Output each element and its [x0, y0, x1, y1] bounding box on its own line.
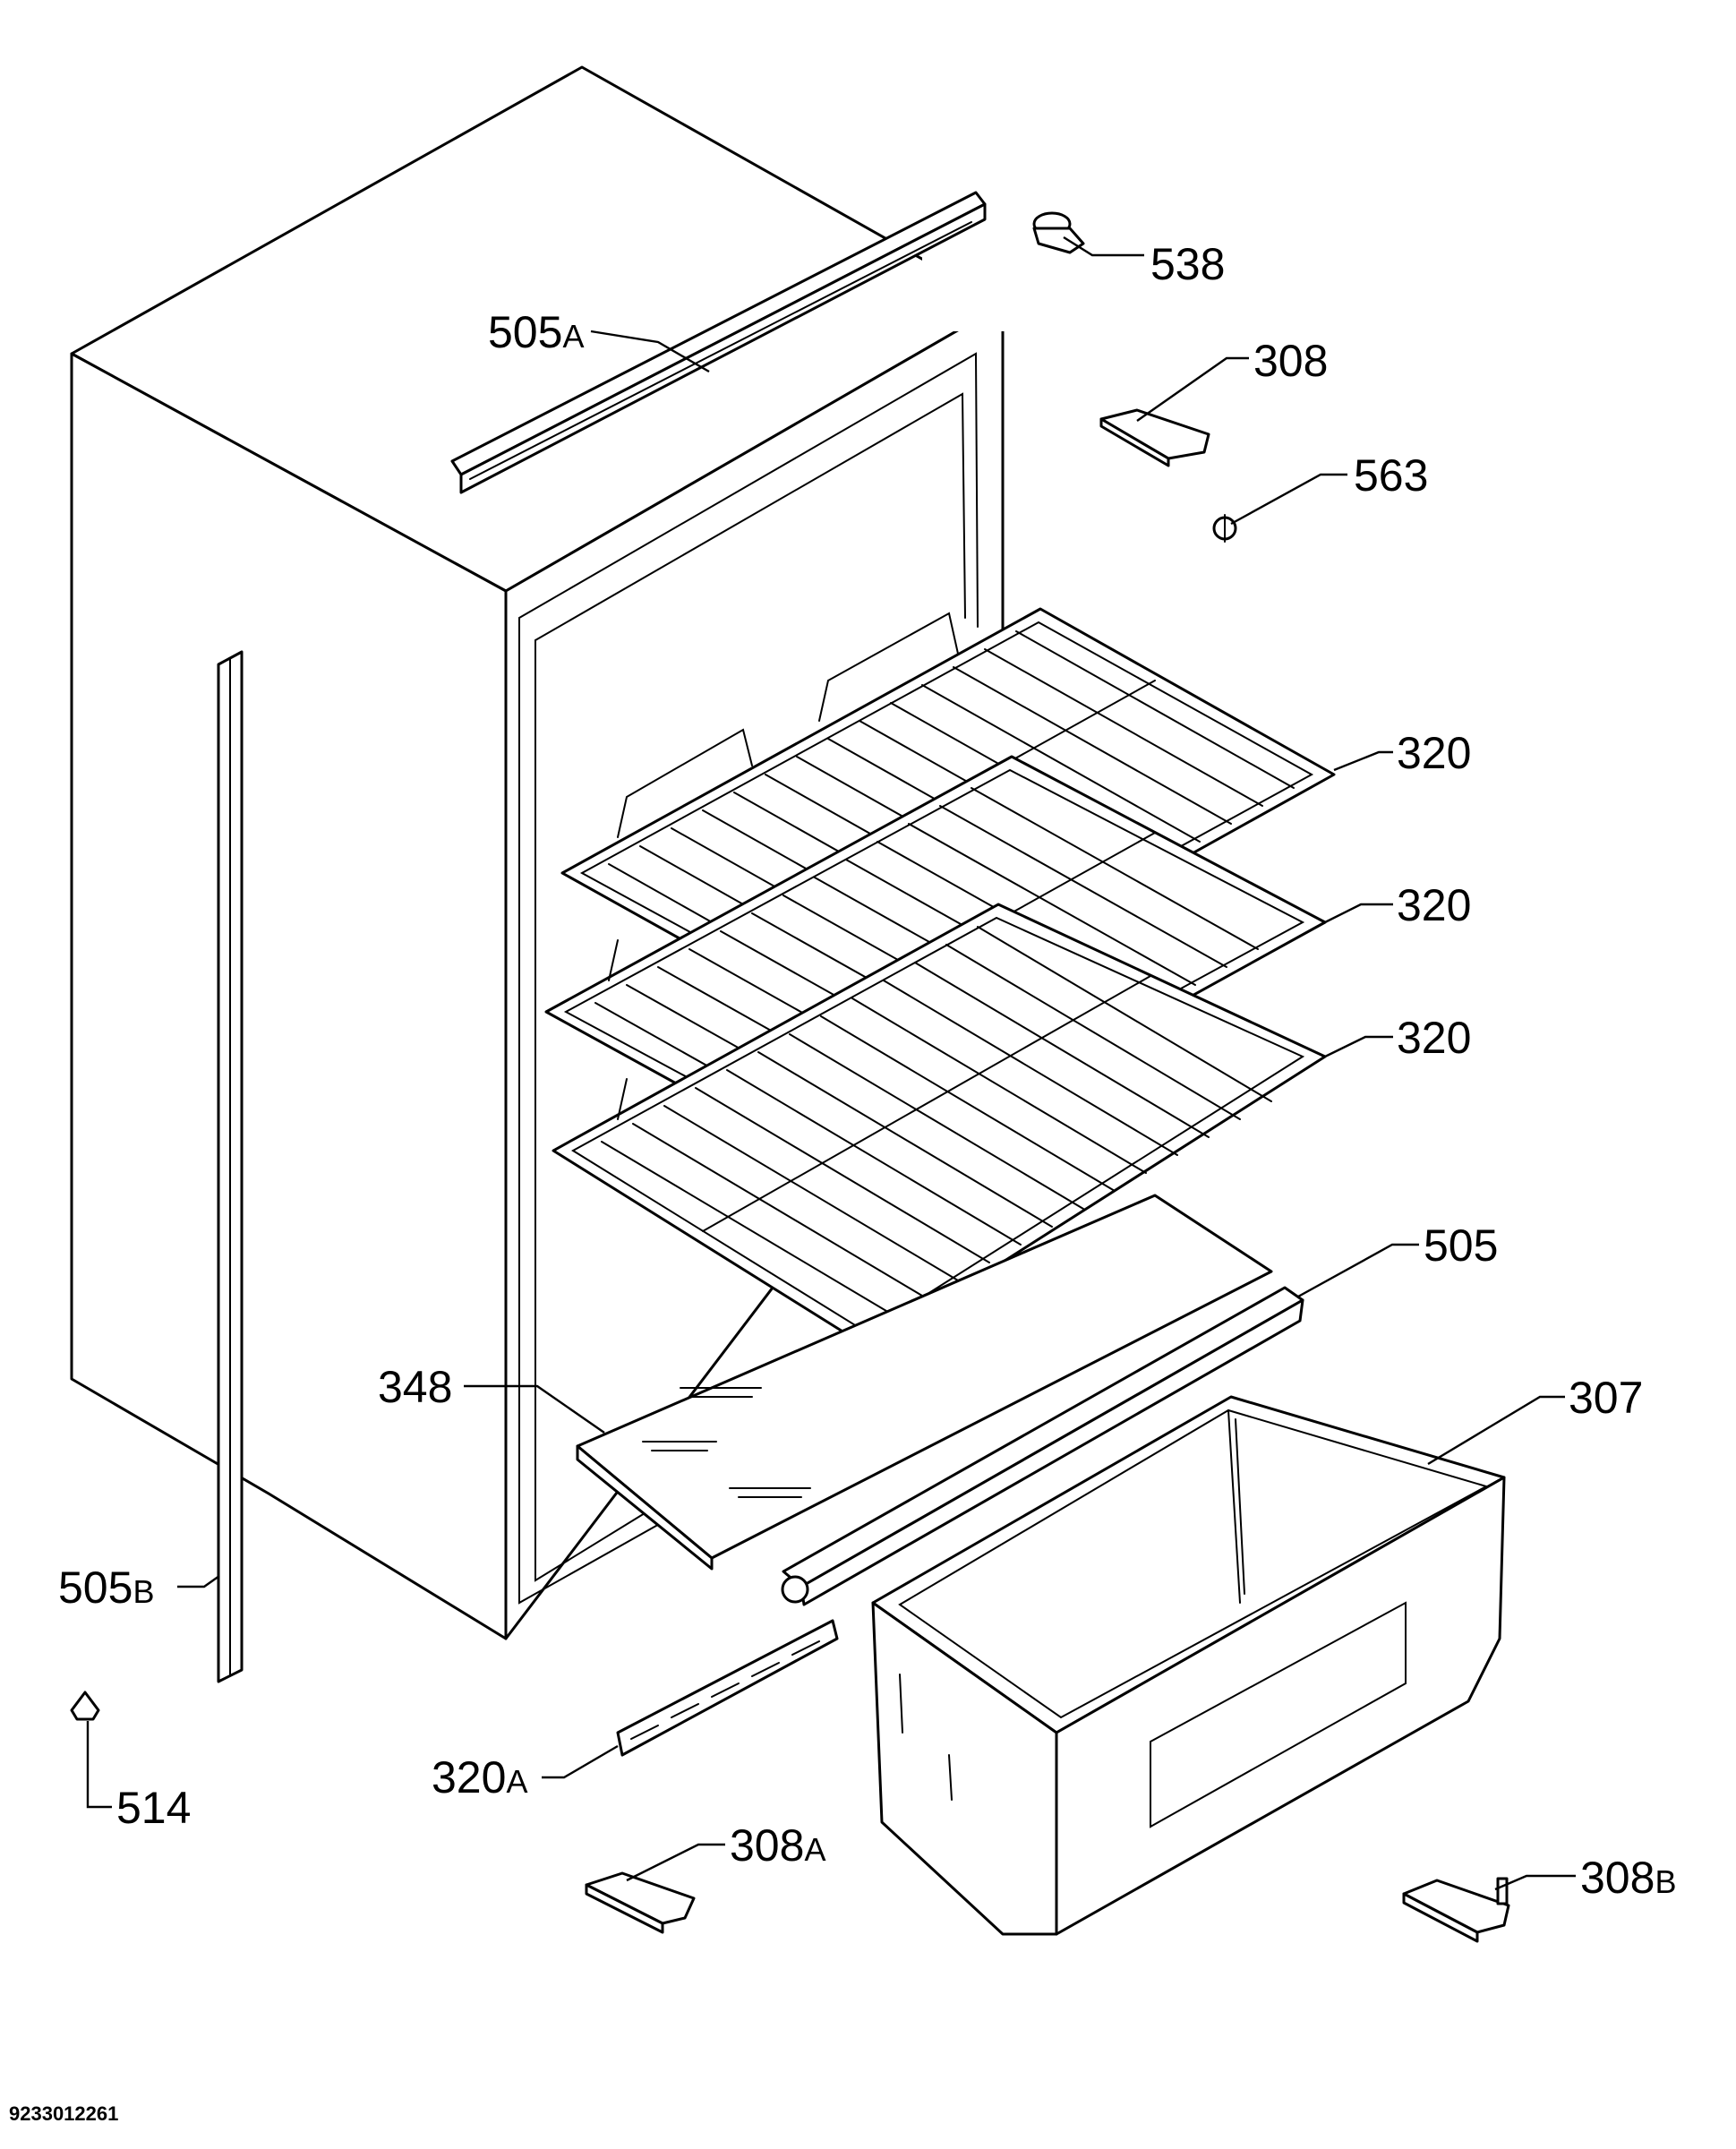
- callout-307: 307: [1569, 1373, 1643, 1423]
- leader-lines: [86, 235, 1576, 1891]
- callout-320-bottom: 320: [1397, 1013, 1471, 1063]
- top-rail-505A: [450, 191, 987, 494]
- door-seal-strip-505B: [217, 650, 244, 1683]
- screw-563: [1212, 514, 1237, 543]
- foot-514: [70, 1691, 100, 1721]
- callout-308A: 308A: [730, 1820, 825, 1871]
- callout-308B: 308B: [1580, 1853, 1676, 1903]
- hinge-bracket-308: [1099, 408, 1210, 467]
- front-seal-strip-505: [781, 1286, 1304, 1606]
- document-number: 9233012261: [9, 2102, 118, 2125]
- shelf-support-320A: [616, 1619, 839, 1757]
- callout-505A: 505A: [488, 307, 584, 357]
- hinge-part-538: [1032, 211, 1085, 254]
- glass-shelf-348: [576, 1194, 1273, 1571]
- callout-563: 563: [1354, 450, 1428, 501]
- callout-308: 308: [1253, 336, 1328, 386]
- callout-320A: 320A: [432, 1752, 527, 1802]
- callout-320-middle: 320: [1397, 880, 1471, 930]
- callout-538: 538: [1150, 239, 1225, 289]
- callout-505: 505: [1424, 1220, 1498, 1271]
- callout-514: 514: [116, 1783, 191, 1833]
- callout-348: 348: [378, 1362, 452, 1412]
- cabinet-body: [70, 65, 1012, 1640]
- wire-shelf-bottom: [552, 903, 1327, 1349]
- callout-505B: 505B: [58, 1563, 154, 1613]
- hinge-bracket-308B: [1402, 1877, 1510, 1943]
- hinge-bracket-308A: [585, 1871, 696, 1934]
- callout-320-top: 320: [1397, 728, 1471, 778]
- drawer-bin-307: [871, 1395, 1506, 1936]
